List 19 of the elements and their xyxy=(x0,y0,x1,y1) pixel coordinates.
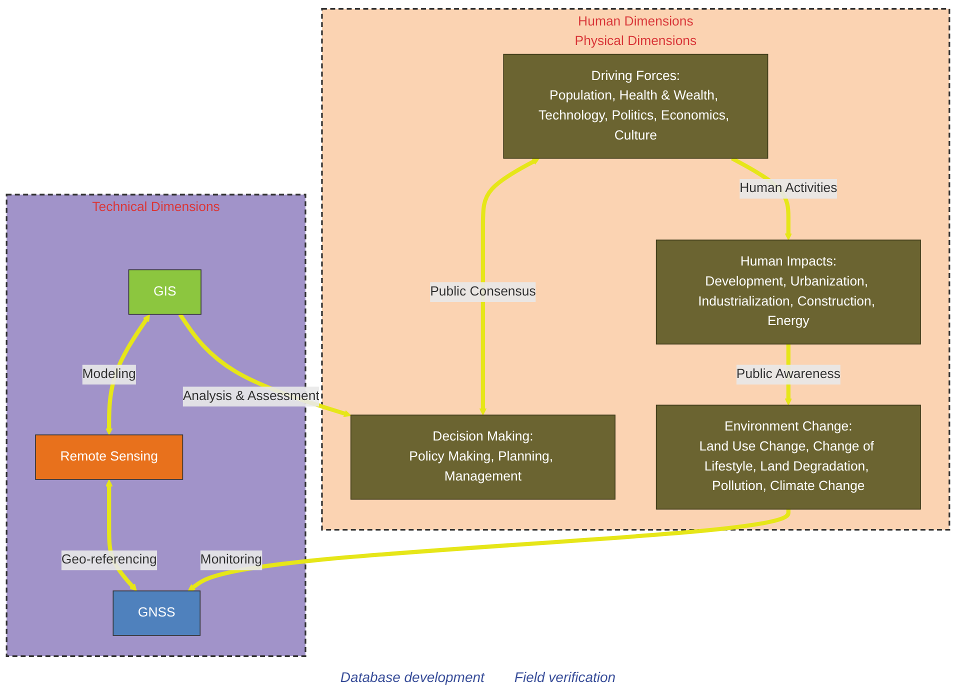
node-box: Human Impacts: Development, Urbanization, Industrialization, Construction, Energy xyxy=(656,240,921,344)
node-box: Remote Sensing xyxy=(35,434,184,480)
edge-label: Analysis & Assessment xyxy=(182,389,320,404)
node-box: GIS xyxy=(128,269,202,315)
node-box: Environment Change: Land Use Change, Change of Lifestyle, Land Degradation, Pollution, Climate Change xyxy=(656,404,921,510)
edge-label: Monitoring xyxy=(200,552,262,567)
arrow xyxy=(188,508,790,592)
node-box: Decision Making: Policy Making, Planning, Management xyxy=(350,414,616,500)
node-box: Driving Forces: Population, Health & Wealth, Technology, Politics, Economics, Culture xyxy=(503,54,768,159)
edge-label: Public Awareness xyxy=(736,367,840,382)
edge-label: Geo-referencing xyxy=(61,552,157,567)
edge-label: Public Consensus xyxy=(430,284,536,299)
arrow xyxy=(479,158,540,416)
note-text: Database development xyxy=(340,669,484,685)
edge-label: Human Activities xyxy=(740,181,838,196)
note-text: Field verification xyxy=(514,669,616,685)
node-box: GNSS xyxy=(112,590,201,636)
edge-label: Modeling xyxy=(82,367,136,382)
arrow xyxy=(178,313,352,418)
